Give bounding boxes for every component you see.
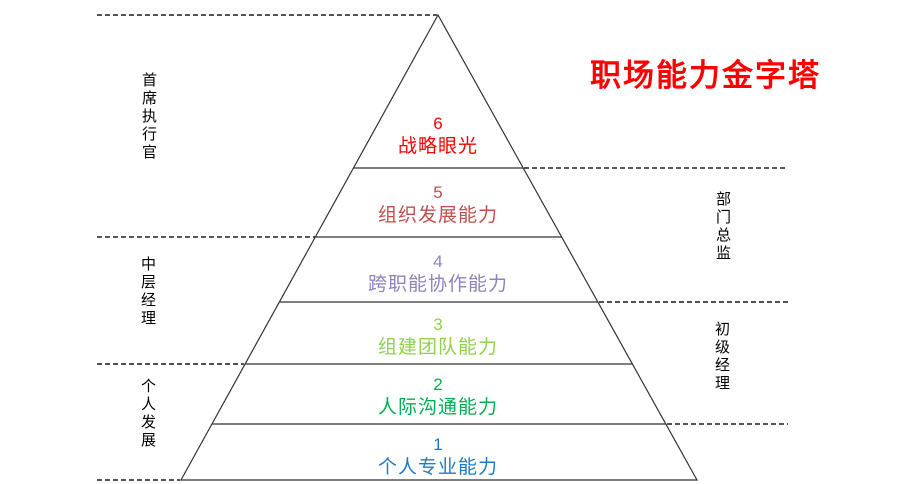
level-3-number: 3 <box>433 315 443 334</box>
level-1-number: 1 <box>433 435 443 454</box>
level-6-label: 战略眼光 <box>397 136 479 157</box>
level-5-number: 5 <box>433 183 443 202</box>
pyramid-level-4: 4 跨职能协作能力 <box>368 251 508 297</box>
left-label-personal-development: 个人发展 <box>139 378 156 450</box>
level-3-label: 组建团队能力 <box>377 337 499 358</box>
right-label-department-director: 部门总监 <box>714 191 731 263</box>
pyramid-level-5: 5 组织发展能力 <box>378 182 498 228</box>
right-label-junior-manager: 初级经理 <box>713 321 730 393</box>
pyramid-level-6: 6 战略眼光 <box>398 113 478 159</box>
level-2-label: 人际沟通能力 <box>377 397 499 418</box>
level-4-label: 跨职能协作能力 <box>367 274 509 295</box>
pyramid-level-1: 1 个人专业能力 <box>378 434 498 480</box>
level-6-number: 6 <box>433 114 443 133</box>
diagram-title: 职场能力金字塔 <box>590 58 821 93</box>
pyramid-level-2: 2 人际沟通能力 <box>378 374 498 420</box>
pyramid-outline <box>179 13 699 481</box>
left-label-ceo: 首席执行官 <box>140 72 157 162</box>
left-label-middle-manager: 中层经理 <box>139 256 156 328</box>
pyramid-level-3: 3 组建团队能力 <box>378 314 498 360</box>
level-4-number: 4 <box>433 252 443 271</box>
level-2-number: 2 <box>433 375 443 394</box>
level-5-label: 组织发展能力 <box>377 205 499 226</box>
level-1-label: 个人专业能力 <box>377 457 499 478</box>
